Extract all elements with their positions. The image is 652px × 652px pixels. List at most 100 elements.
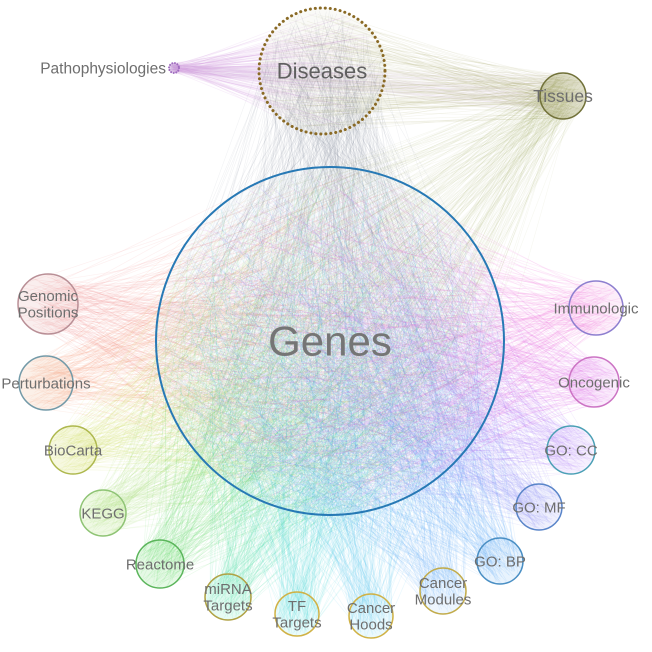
edge-lines <box>25 193 482 475</box>
edge-lines <box>170 33 378 123</box>
edge-lines <box>179 173 611 506</box>
node-cancer-modules[interactable] <box>419 567 467 615</box>
node-go-mf[interactable] <box>515 483 563 531</box>
edge-lines <box>212 224 591 509</box>
edge-lines <box>171 194 472 633</box>
node-reactome[interactable] <box>135 539 185 589</box>
edge-lines <box>206 190 617 484</box>
edge-lines <box>50 179 480 478</box>
node-go-cc[interactable] <box>546 425 596 475</box>
edge-lines <box>195 182 618 432</box>
edge-lines <box>157 200 591 498</box>
node-mirna-targets[interactable] <box>204 573 252 621</box>
node-pathophysiologies[interactable] <box>168 62 180 74</box>
edge-lines <box>170 15 376 125</box>
edge-lines <box>183 252 459 631</box>
edge-lines <box>206 240 560 526</box>
node-label-diseases: Diseases <box>277 59 367 84</box>
edge-bundle-oncogenic--genes <box>159 170 617 509</box>
edge-lines <box>164 73 578 504</box>
edge-lines <box>179 195 492 609</box>
node-label-biocarta: BioCarta <box>44 442 103 459</box>
edge-lines <box>166 253 397 636</box>
node-label-go-cc: GO: CC <box>544 442 598 459</box>
edge-lines <box>22 180 483 494</box>
edge-bundle-pathophysiologies--diseases <box>169 12 385 130</box>
edge-lines <box>163 77 578 500</box>
edge-lines <box>267 29 583 133</box>
edge-lines <box>165 187 456 638</box>
edge-lines <box>167 175 490 627</box>
edge-lines <box>163 185 446 635</box>
node-genomic-positions[interactable] <box>17 273 79 335</box>
edge-lines <box>163 252 558 526</box>
node-biocarta[interactable] <box>48 425 98 475</box>
edge-lines <box>20 203 462 486</box>
node-label-immunologic: Immunologic <box>553 300 639 317</box>
node-tissues[interactable] <box>539 72 587 120</box>
edge-lines <box>195 25 441 508</box>
edge-lines <box>50 229 471 473</box>
node-kegg[interactable] <box>79 489 127 537</box>
edge-bundle-perturbations--genes <box>20 172 496 515</box>
edge-lines <box>212 25 489 498</box>
edge-lines <box>232 76 574 506</box>
edge-lines <box>184 208 448 618</box>
edge-lines <box>206 173 612 433</box>
edge-lines <box>198 175 503 619</box>
nodes <box>17 6 624 639</box>
edge-lines <box>188 25 475 501</box>
edge-lines <box>227 11 475 495</box>
edge-lines <box>188 180 591 515</box>
edge-lines <box>194 212 491 612</box>
edge-lines <box>58 189 468 492</box>
edge-lines <box>49 224 424 468</box>
edge-lines <box>283 65 585 123</box>
node-cancer-hoods[interactable] <box>348 593 394 639</box>
edge-lines <box>187 232 613 501</box>
edge-lines <box>224 76 581 485</box>
edge-lines <box>209 195 520 582</box>
edge-lines <box>142 229 461 583</box>
edge-lines <box>160 14 465 485</box>
edge-lines <box>52 169 431 486</box>
edge-lines <box>253 26 481 494</box>
edge-lines <box>170 25 372 130</box>
edge-lines <box>82 195 453 531</box>
edge-lines <box>169 63 584 111</box>
edge-bundle-pathophysiologies--tissues <box>169 63 584 117</box>
node-immunologic[interactable] <box>568 280 624 336</box>
edge-lines <box>178 180 555 530</box>
edge-lines <box>137 230 498 586</box>
edge-lines <box>211 199 519 584</box>
edge-bundle-tf-targets--genes <box>163 175 498 636</box>
edge-lines <box>26 172 477 508</box>
edge-lines <box>273 14 583 118</box>
edge-lines <box>169 63 584 117</box>
edge-lines <box>260 29 585 124</box>
edge-lines <box>29 185 481 483</box>
edge-lines <box>235 17 492 489</box>
edge-lines <box>175 175 485 636</box>
edge-bundle-immunologic--genes <box>166 180 623 507</box>
edge-lines <box>175 19 466 458</box>
edge-lines <box>177 212 459 629</box>
edge-lines <box>159 175 592 486</box>
node-tf-targets[interactable] <box>274 591 320 637</box>
edge-bundle-genomic-positions--genes <box>20 172 495 509</box>
edge-bundle-cancer-modules--genes <box>174 175 494 612</box>
node-diseases[interactable] <box>257 6 387 136</box>
edge-lines <box>169 45 377 130</box>
edge-lines <box>21 184 433 490</box>
edge-lines <box>160 200 611 487</box>
edge-lines <box>177 183 622 494</box>
node-label-oncogenic: Oncogenic <box>558 374 630 391</box>
node-go-bp[interactable] <box>476 537 524 585</box>
node-oncogenic[interactable] <box>568 356 620 408</box>
edge-lines <box>196 227 583 473</box>
node-genes[interactable] <box>155 166 505 516</box>
edge-lines <box>188 189 496 631</box>
node-perturbations[interactable] <box>18 355 74 411</box>
